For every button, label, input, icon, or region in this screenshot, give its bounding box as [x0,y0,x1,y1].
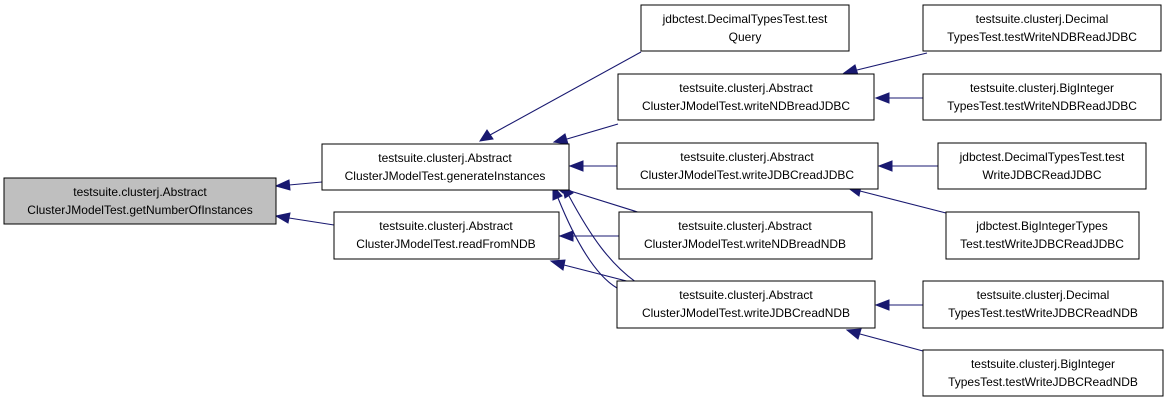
node-label-line2: WriteJDBCReadJDBC [982,168,1101,182]
node-decimal-types-test-query[interactable]: jdbctest.DecimalTypesTest.test Query [640,4,850,52]
node-write-ndb-read-ndb[interactable]: testsuite.clusterj.Abstract ClusterJMode… [618,211,873,260]
node-label-line2: ClusterJModelTest.getNumberOfInstances [27,203,252,217]
node-biginteger-write-ndb-read-jdbc[interactable]: testsuite.clusterj.BigInteger TypesTest.… [922,73,1162,121]
node-generate-instances[interactable]: testsuite.clusterj.Abstract ClusterJMode… [321,143,570,191]
node-biginteger-write-jdbc-read-ndb[interactable]: testsuite.clusterj.BigInteger TypesTest.… [922,349,1164,397]
arrowhead-icon [874,92,890,104]
node-label-line1: testsuite.clusterj.Abstract [378,151,512,165]
arrowhead-icon [877,160,893,172]
node-label-line1: jdbctest.BigIntegerTypes [975,219,1107,233]
node-label-line2: ClusterJModelTest.writeJDBCreadJDBC [640,168,854,182]
node-write-ndb-read-jdbc[interactable]: testsuite.clusterj.Abstract ClusterJMode… [617,73,875,121]
node-label-line2: Test.testWriteJDBCReadJDBC [960,237,1124,251]
arrowhead-icon [874,299,890,311]
arrowhead-icon [549,259,566,271]
node-label-line1: testsuite.clusterj.Abstract [678,219,812,233]
node-label-line2: Query [729,30,762,44]
node-label-line2: TypesTest.testWriteJDBCReadNDB [948,375,1138,389]
arrowhead-icon [568,160,584,172]
node-label-line2: TypesTest.testWriteNDBReadJDBC [947,30,1137,44]
edge-wjdbcrndb-to-generate-b [557,197,618,289]
node-label-line2: ClusterJModelTest.writeJDBCreadNDB [642,306,850,320]
edge-jbigwjrj-to-wjdbcrjdbc [859,190,947,214]
node-label-line1: testsuite.clusterj.Abstract [680,150,814,164]
node-decimal-write-jdbc-read-ndb[interactable]: testsuite.clusterj.Decimal TypesTest.tes… [922,280,1164,329]
node-label-line2: ClusterJModelTest.generateInstances [345,169,546,183]
edge-bigwjrn-to-wjdbcrndb [859,333,924,352]
node-write-jdbc-read-ndb[interactable]: testsuite.clusterj.Abstract ClusterJMode… [616,280,876,329]
edge-readfromndb-to-root [288,217,335,226]
node-jdbc-biginteger-write-jdbc-read-jdbc[interactable]: jdbctest.BigIntegerTypes Test.testWriteJ… [945,211,1140,260]
node-label-line1: testsuite.clusterj.Decimal [976,12,1109,26]
node-label-line2: TypesTest.testWriteJDBCReadNDB [948,306,1138,320]
node-write-jdbc-read-jdbc[interactable]: testsuite.clusterj.Abstract ClusterJMode… [616,142,879,190]
arrowhead-icon [274,212,291,224]
edge-decwnrj-to-wndbrjdbc [856,52,928,71]
node-label-line2: ClusterJModelTest.writeNDBreadNDB [644,237,846,251]
node-label-line1: testsuite.clusterj.Abstract [379,219,513,233]
node-label-line1: testsuite.clusterj.Abstract [679,288,813,302]
node-label-line1: testsuite.clusterj.Abstract [73,185,207,199]
node-label-line1: testsuite.clusterj.Decimal [977,288,1110,302]
node-label-line2: ClusterJModelTest.readFromNDB [356,237,535,251]
node-label-line2: ClusterJModelTest.writeNDBreadJDBC [642,99,850,113]
arrowhead-icon [558,230,574,242]
node-label-line1: jdbctest.DecimalTypesTest.test [662,12,828,26]
edge-decquery-to-generate [489,51,642,136]
edge-wjdbcrndb-to-generate [568,195,641,286]
node-label-line1: testsuite.clusterj.Abstract [679,81,813,95]
node-label-line1: testsuite.clusterj.BigInteger [971,357,1115,371]
node-label-line1: testsuite.clusterj.BigInteger [970,81,1114,95]
arrowhead-icon [478,129,494,142]
node-read-from-ndb[interactable]: testsuite.clusterj.Abstract ClusterJMode… [333,211,560,260]
node-label-line1: jdbctest.DecimalTypesTest.test [959,150,1125,164]
node-decimal-write-ndb-read-jdbc[interactable]: testsuite.clusterj.Decimal TypesTest.tes… [922,4,1162,52]
edge-wndbrjdbc-to-generate [566,123,619,140]
node-get-number-of-instances[interactable]: testsuite.clusterj.Abstract ClusterJMode… [3,177,277,225]
node-label-line2: TypesTest.testWriteNDBReadJDBC [947,99,1137,113]
node-jdbc-decimal-write-jdbc-read-jdbc[interactable]: jdbctest.DecimalTypesTest.test WriteJDBC… [937,142,1147,190]
arrowhead-icon [845,328,862,340]
edge-wndbrndb-to-generate [563,188,645,215]
edge-generate-to-root [288,181,323,186]
arrowhead-icon [274,179,291,191]
arrowhead-icon [552,133,569,145]
